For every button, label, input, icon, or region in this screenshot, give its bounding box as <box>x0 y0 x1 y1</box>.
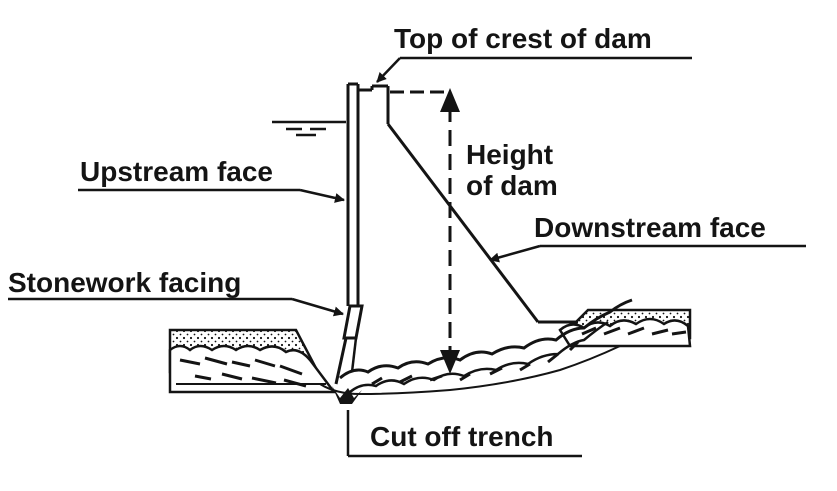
riverbed-rocks <box>319 298 633 396</box>
left-bank-soil <box>168 328 337 394</box>
label-upstream-face: Upstream face <box>80 156 273 187</box>
label-height-line2: of dam <box>466 170 558 201</box>
leader-lines <box>8 56 806 458</box>
dam-body <box>334 82 578 385</box>
height-dimension <box>390 88 460 374</box>
label-stonework-facing: Stonework facing <box>8 267 241 298</box>
label-downstream-face: Downstream face <box>534 212 766 243</box>
cut-off-trench <box>332 386 362 404</box>
label-top-of-crest: Top of crest of dam <box>394 23 652 54</box>
label-cut-off-trench: Cut off trench <box>370 421 554 452</box>
label-height-line1: Height <box>466 139 553 170</box>
water-level-symbol <box>272 120 346 137</box>
